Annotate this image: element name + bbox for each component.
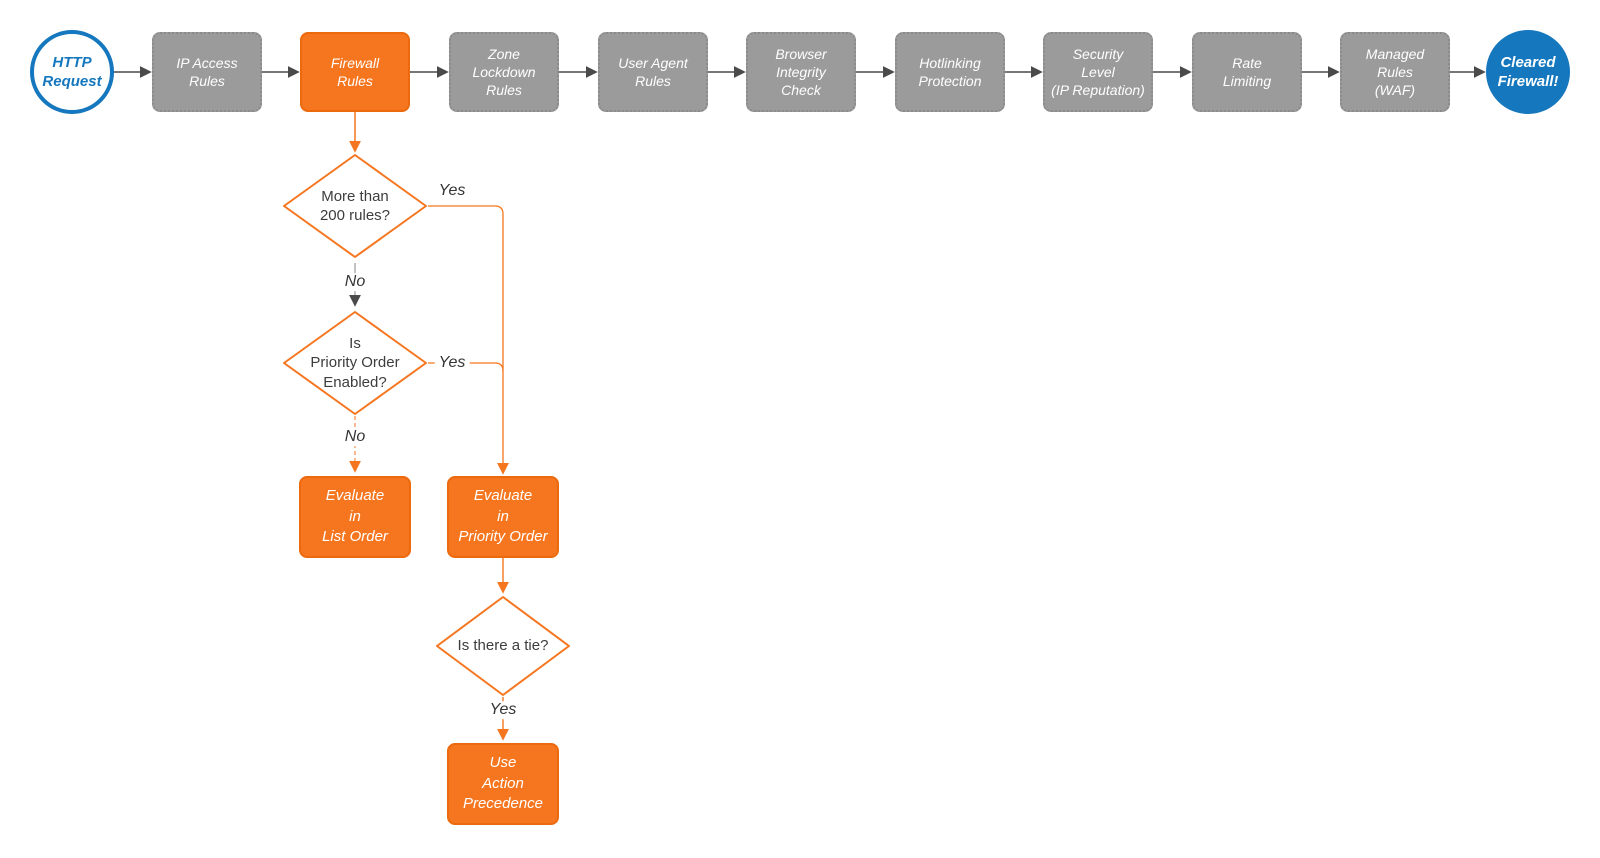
node-managed-rules-waf: Managed Rules (WAF) [1340, 32, 1450, 112]
edge-label-yes-tie: Yes [485, 701, 521, 719]
node-firewall-rules: Firewall Rules [300, 32, 410, 112]
node-evaluate-in-list-order: Evaluate in List Order [299, 476, 411, 558]
decision-label: More than 200 rules? [319, 187, 391, 224]
node-security-level: Security Level (IP Reputation) [1043, 32, 1153, 112]
edge-label-yes-more-than-200: Yes [434, 182, 470, 200]
edge-decision-200-yes-to-priority-order [428, 205, 509, 475]
node-ip-access-rules: IP Access Rules [152, 32, 262, 112]
edge-label-no-priority-enabled: No [340, 428, 370, 446]
diamond-shape [283, 154, 427, 258]
edge-decision-priority-yes-merge [428, 362, 504, 372]
node-decision-priority-order-enabled: Is Priority Order Enabled? [282, 310, 428, 416]
node-user-agent-rules: User Agent Rules [598, 32, 708, 112]
node-browser-integrity-check: Browser Integrity Check [746, 32, 856, 112]
decision-label: Is Priority Order Enabled? [310, 335, 400, 391]
node-http-request: HTTP Request [30, 30, 114, 114]
diamond-shape [283, 311, 427, 415]
edge-label-yes-priority-enabled: Yes [434, 354, 470, 372]
node-zone-lockdown-rules: Zone Lockdown Rules [449, 32, 559, 112]
node-rate-limiting: Rate Limiting [1192, 32, 1302, 112]
node-use-action-precedence: Use Action Precedence [447, 743, 559, 825]
decision-label: Is there a tie? [457, 637, 549, 655]
node-cleared-firewall: Cleared Firewall! [1486, 30, 1570, 114]
diamond-shape [436, 596, 570, 696]
node-decision-is-there-a-tie: Is there a tie? [435, 595, 571, 697]
node-decision-more-than-200-rules: More than 200 rules? [282, 153, 428, 259]
node-hotlinking-protection: Hotlinking Protection [895, 32, 1005, 112]
node-evaluate-in-priority-order: Evaluate in Priority Order [447, 476, 559, 558]
edge-label-no-more-than-200: No [340, 273, 370, 291]
